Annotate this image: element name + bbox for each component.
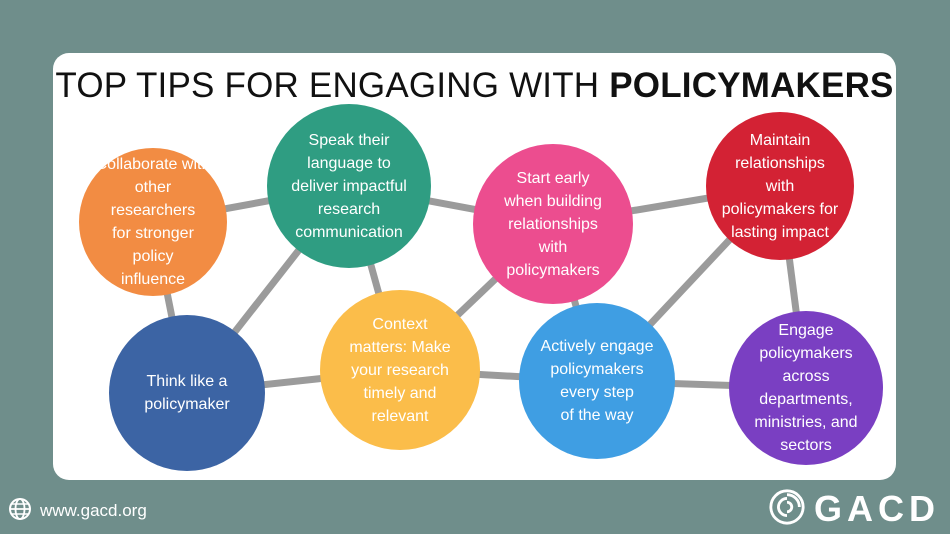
tip-label: Maintain relationships with policymakers… [721,131,839,241]
gacd-logo: GACD [768,488,940,530]
swirl-icon [768,488,806,531]
tip-label: Start early when building relationships … [504,169,602,279]
tip-engage-across: Engage policymakers across departments, … [729,311,883,465]
tip-speak: Speak their language to deliver impactfu… [267,104,431,268]
title-prefix: TOP TIPS FOR ENGAGING WITH [55,66,600,105]
tip-label: Think like a policymaker [144,373,230,413]
tip-label: Collaborate with other researchers for s… [95,156,211,288]
website-link[interactable]: www.gacd.org [40,501,147,520]
title-emphasis: POLICYMAKERS [609,66,894,105]
tip-label: Context matters: Make your research time… [349,315,451,425]
tip-context: Context matters: Make your research time… [320,290,480,450]
tip-think: Think like a policymaker [109,315,265,471]
footer-website[interactable]: www.gacd.org [8,497,147,526]
tip-label: Actively engage policymakers every step … [540,338,654,424]
logo-text: GACD [814,488,940,529]
page-title: TOP TIPS FOR ENGAGING WITH POLICYMAKERS [53,66,896,106]
globe-icon [8,497,32,526]
tip-start-early: Start early when building relationships … [473,144,633,304]
tip-label: Engage policymakers across departments, … [754,322,858,454]
tip-maintain: Maintain relationships with policymakers… [706,112,854,260]
tip-collaborate: Collaborate with other researchers for s… [79,148,227,296]
tip-actively: Actively engage policymakers every step … [519,303,675,459]
tip-label: Speak their language to deliver impactfu… [291,131,407,241]
